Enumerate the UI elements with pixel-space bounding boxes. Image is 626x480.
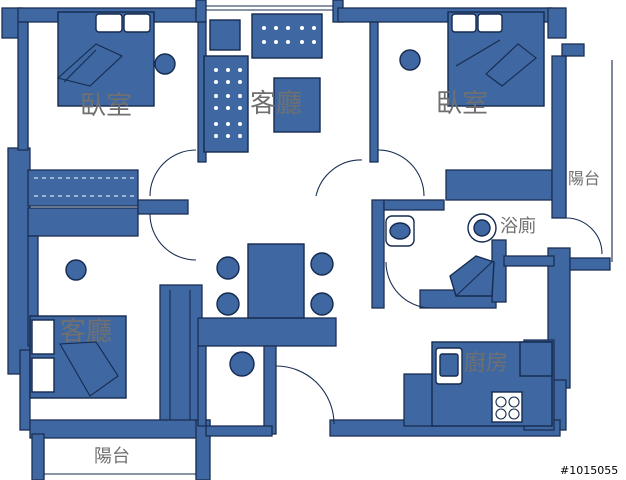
pillow-icon — [451, 13, 503, 33]
label-bedroom-left: 臥室 — [80, 91, 132, 121]
toilet-icon — [385, 215, 415, 247]
bed-icon — [29, 315, 127, 399]
stool-icon — [399, 49, 421, 71]
stool-icon — [229, 351, 255, 377]
pillow-icon — [95, 13, 151, 33]
sink-icon — [435, 347, 463, 385]
coffee-table-icon — [273, 77, 321, 133]
bathroom — [385, 213, 497, 297]
label-living-room: 客廳 — [250, 89, 302, 119]
sofa-icon — [203, 55, 249, 153]
stool-icon — [154, 53, 176, 75]
stool-icon — [65, 259, 87, 281]
label-bathroom: 浴廁 — [500, 215, 536, 237]
dining — [216, 243, 334, 377]
shower-icon — [449, 255, 495, 297]
bedroom-right — [399, 11, 545, 107]
wardrobe-icon — [169, 290, 191, 420]
table-icon — [247, 243, 305, 319]
doors — [149, 149, 603, 425]
stove-icon — [491, 391, 523, 423]
chair-icon — [216, 252, 334, 316]
guest-room — [29, 259, 191, 420]
living-room — [203, 13, 323, 153]
armchair-icon — [251, 13, 323, 59]
label-bedroom-right: 臥室 — [436, 89, 488, 119]
kitchen — [431, 341, 553, 427]
bedroom-left — [56, 11, 176, 107]
sink-icon — [467, 213, 497, 243]
window-lines — [27, 5, 613, 478]
label-balcony-bottom: 陽台 — [94, 446, 130, 467]
side-table-icon — [209, 19, 241, 51]
label-kitchen: 廚房 — [464, 351, 508, 376]
room-labels: 臥室 客廳 臥室 客廳 浴廁 廚房 陽台 陽台 — [60, 89, 600, 467]
listing-id: #1015055 — [560, 464, 618, 477]
label-balcony-right: 陽台 — [568, 169, 600, 188]
label-guest-room: 客廳 — [60, 317, 112, 347]
